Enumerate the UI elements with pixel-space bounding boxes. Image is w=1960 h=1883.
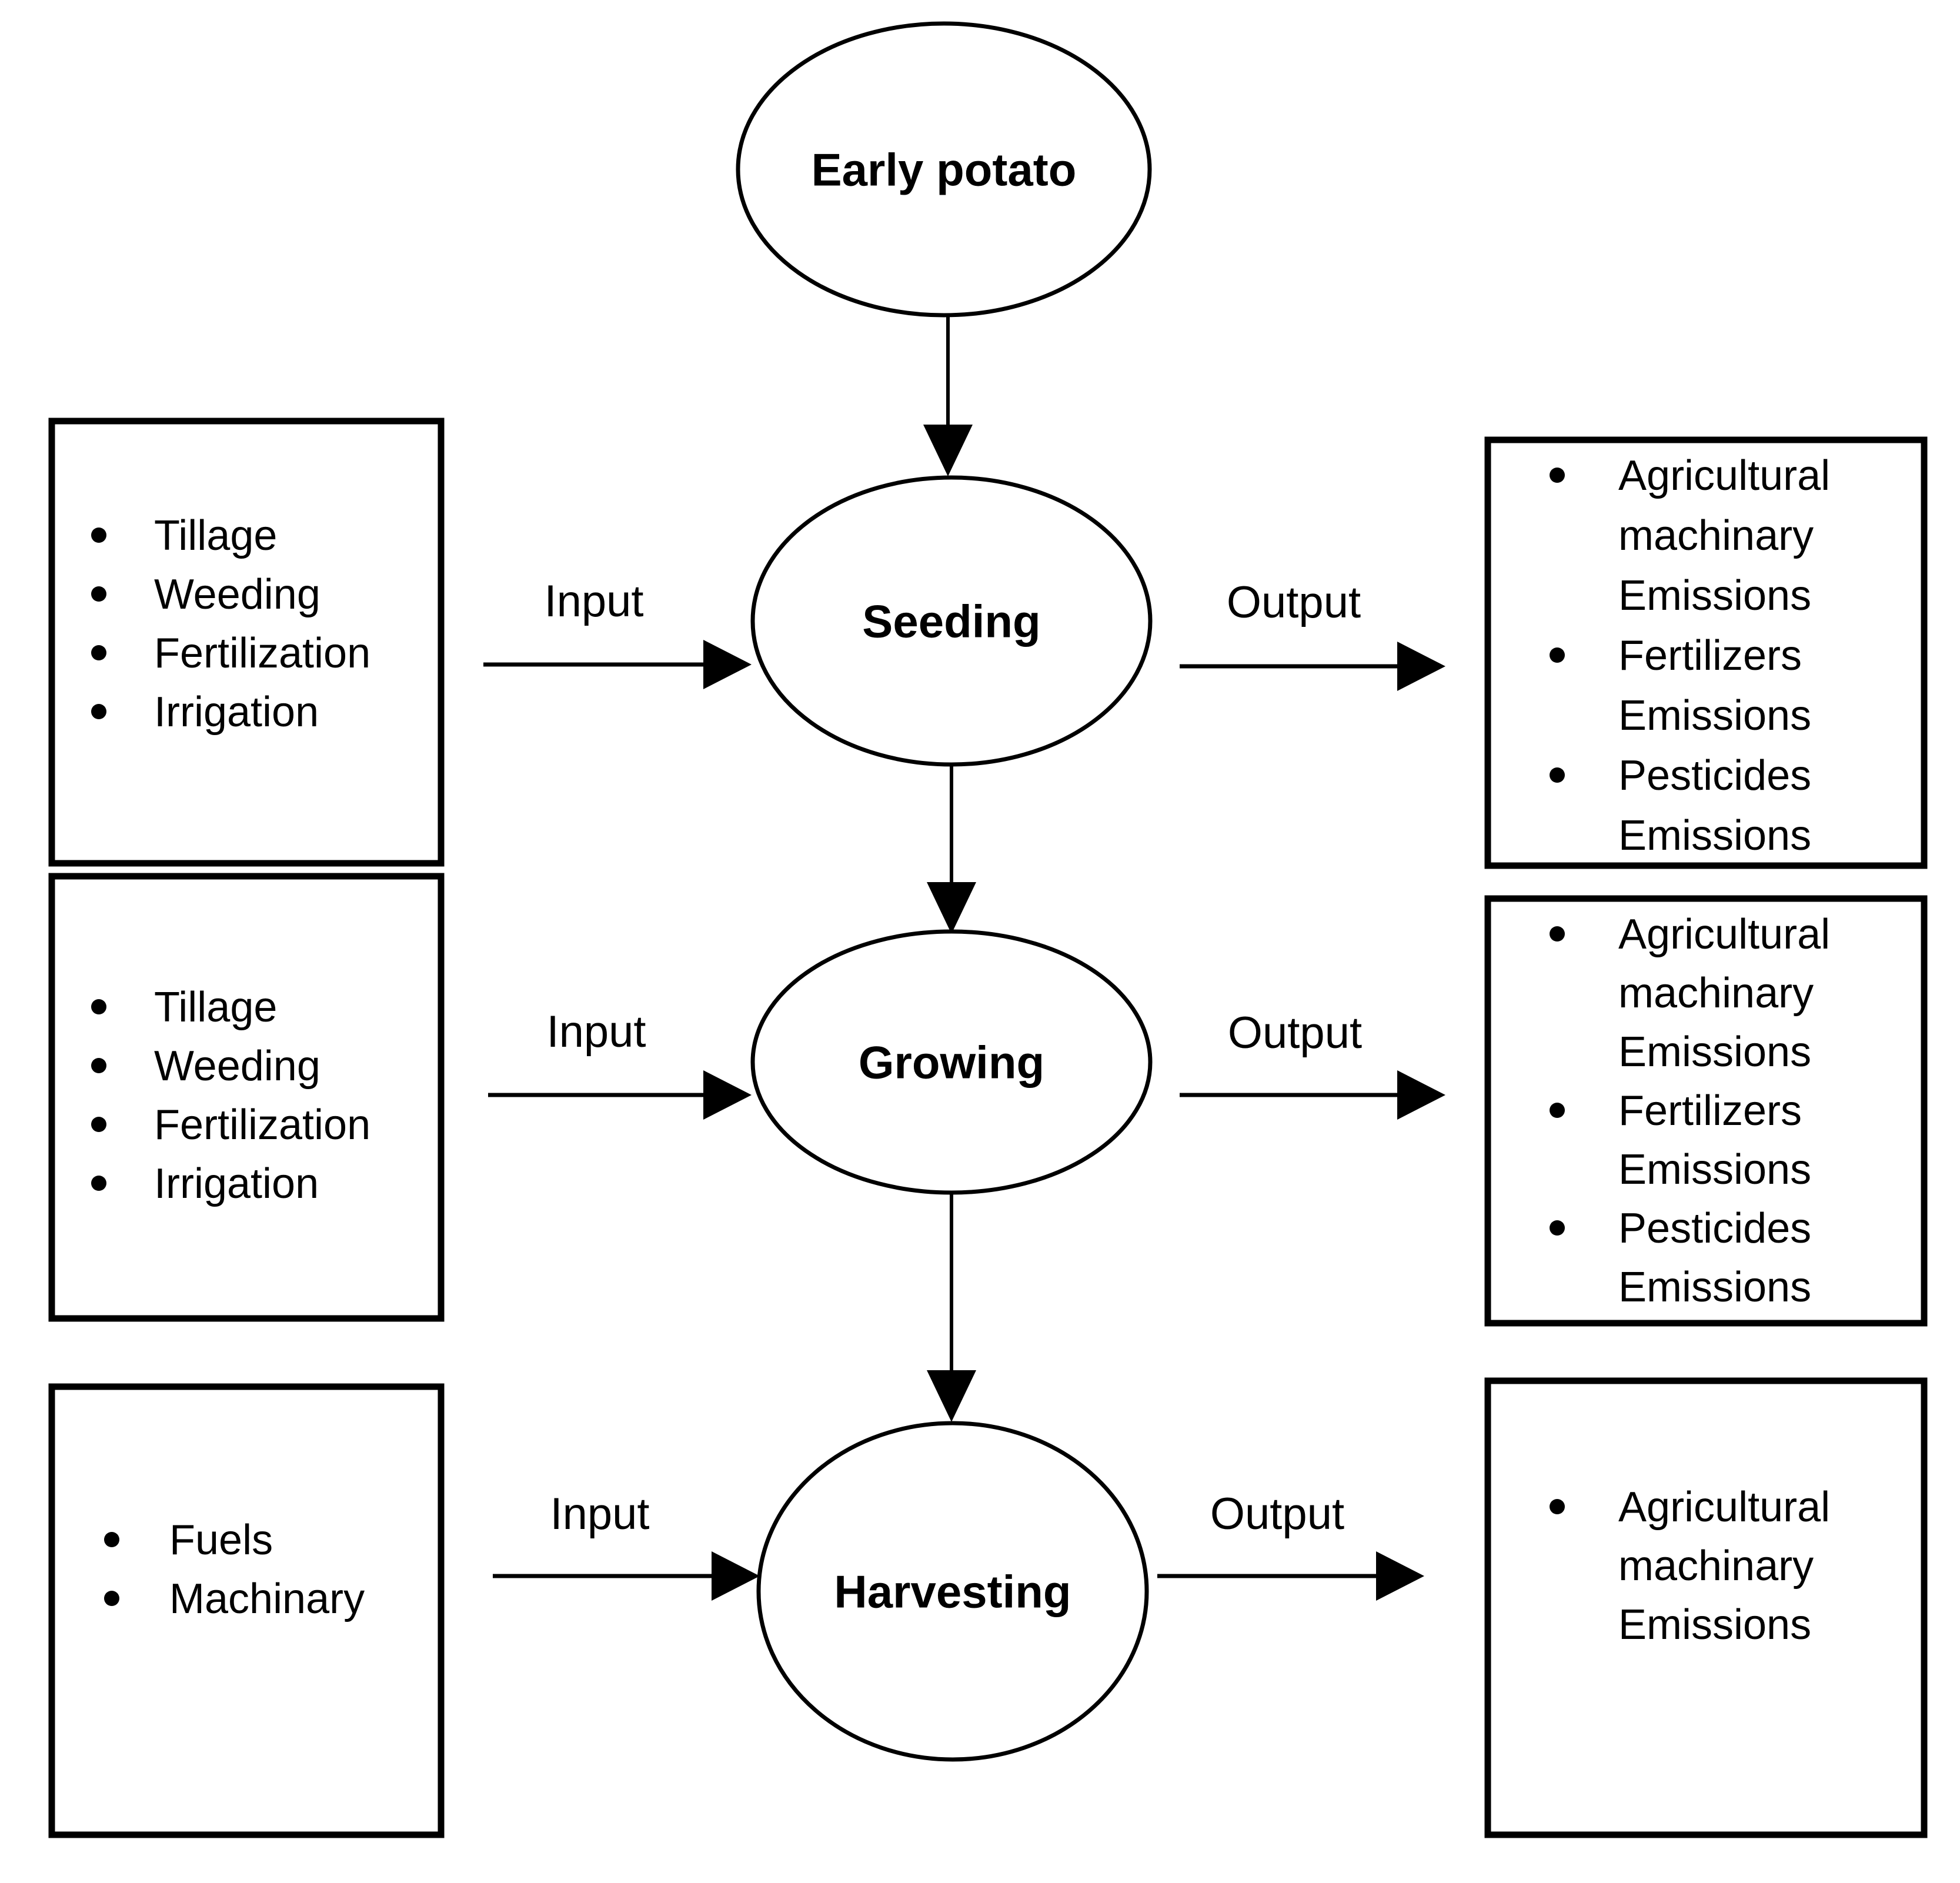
output-item-label-cont: machinary — [1618, 1543, 1814, 1590]
output-item-label-cont: Emissions — [1618, 1264, 1811, 1311]
arrow-head-right — [712, 1551, 760, 1601]
output-item-label-cont: machinary — [1618, 970, 1814, 1017]
input-item-label: Weeding — [154, 1043, 320, 1090]
output-item-label: Pesticides — [1618, 752, 1811, 799]
bullet-icon — [1550, 1220, 1565, 1236]
input-arrow-seeding: Input — [483, 576, 752, 689]
harvesting-label: Harvesting — [834, 1566, 1071, 1618]
input-arrow-harvesting: Input — [493, 1489, 760, 1601]
output-item-label-cont: Emissions — [1618, 692, 1811, 739]
bullet-icon — [104, 1532, 119, 1547]
input-box-harvesting-frame — [48, 1383, 445, 1838]
arrow-head-right — [703, 1070, 752, 1120]
output-box-harvesting[interactable]: Agricultural machinary Emissions — [1484, 1377, 1928, 1838]
input-box-seeding[interactable]: Tillage Weeding Fertilization Irrigation — [48, 418, 445, 867]
bullet-icon — [91, 527, 106, 543]
node-growing[interactable]: Growing — [750, 929, 1153, 1195]
output-item-label: Fertilizers — [1618, 1087, 1802, 1134]
bullet-icon — [91, 1176, 106, 1191]
bullet-icon — [104, 1591, 119, 1606]
output-item-label-cont: Emissions — [1618, 1029, 1811, 1076]
node-early-potato[interactable]: Early potato — [736, 21, 1152, 318]
input-item-label: Fuels — [169, 1517, 273, 1564]
input-item-label: Tillage — [154, 512, 277, 559]
input-item-label: Irrigation — [154, 1160, 319, 1207]
output-item-label: Fertilizers — [1618, 632, 1802, 679]
arrow-head-right — [1397, 1070, 1445, 1120]
connector-early-potato-to-seeding — [923, 315, 973, 476]
bullet-icon — [91, 645, 106, 660]
bullet-icon — [1550, 647, 1565, 663]
output-arrow-label: Output — [1210, 1489, 1344, 1539]
input-item-label: Weeding — [154, 571, 320, 618]
output-box-seeding[interactable]: Agricultural machinary Emissions Fertili… — [1484, 436, 1928, 869]
bullet-icon — [91, 1117, 106, 1132]
bullet-icon — [1550, 468, 1565, 483]
output-arrow-label: Output — [1228, 1008, 1362, 1058]
bullet-icon — [1550, 1499, 1565, 1514]
input-arrow-label: Input — [544, 576, 643, 626]
input-box-seeding-frame — [48, 418, 445, 867]
output-item-label-cont: Emissions — [1618, 1601, 1811, 1648]
bullet-icon — [91, 999, 106, 1014]
arrow-head-right — [703, 640, 752, 689]
input-item-label: Machinary — [169, 1575, 365, 1622]
output-arrow-seeding: Output — [1180, 577, 1445, 691]
input-item-label: Tillage — [154, 984, 277, 1031]
output-item-label: Agricultural — [1618, 1484, 1830, 1531]
output-item-label-cont: Emissions — [1618, 812, 1811, 859]
bullet-icon — [91, 704, 106, 719]
output-box-growing[interactable]: Agricultural machinary Emissions Fertili… — [1484, 895, 1928, 1327]
input-arrow-growing: Input — [488, 1007, 752, 1120]
output-item-label: Pesticides — [1618, 1205, 1811, 1252]
connector-growing-to-harvesting — [927, 1193, 976, 1422]
bullet-icon — [1550, 926, 1565, 942]
output-arrow-harvesting: Output — [1157, 1489, 1424, 1601]
output-box-harvesting-frame — [1484, 1377, 1928, 1838]
harvesting-ellipse — [756, 1421, 1149, 1762]
arrow-head-down — [927, 1370, 976, 1422]
growing-label: Growing — [859, 1037, 1044, 1089]
arrow-head-down — [927, 882, 976, 934]
input-box-growing-frame — [48, 873, 445, 1322]
output-item-label-cont: machinary — [1618, 512, 1814, 559]
output-arrow-growing: Output — [1180, 1008, 1445, 1120]
input-arrow-label: Input — [550, 1489, 649, 1539]
node-harvesting[interactable]: Harvesting — [756, 1421, 1149, 1762]
arrow-head-right — [1397, 642, 1445, 691]
bullet-icon — [91, 1058, 106, 1073]
arrow-head-right — [1376, 1551, 1424, 1601]
input-box-harvesting[interactable]: Fuels Machinary — [48, 1383, 445, 1838]
output-item-label: Agricultural — [1618, 452, 1830, 499]
arrow-head-down — [923, 425, 973, 476]
input-item-label: Fertilization — [154, 630, 370, 677]
bullet-icon — [1550, 1103, 1565, 1118]
input-item-label: Fertilization — [154, 1101, 370, 1149]
output-item-label: Agricultural — [1618, 911, 1830, 958]
input-box-growing[interactable]: Tillage Weeding Fertilization Irrigation — [48, 873, 445, 1322]
output-item-label-cont: Emissions — [1618, 1146, 1811, 1193]
early-potato-label: Early potato — [812, 144, 1077, 196]
node-seeding[interactable]: Seeding — [750, 475, 1153, 767]
input-item-label: Irrigation — [154, 689, 319, 736]
output-arrow-label: Output — [1227, 577, 1361, 627]
connector-seeding-to-growing — [927, 764, 976, 934]
bullet-icon — [1550, 767, 1565, 783]
input-arrow-label: Input — [546, 1007, 646, 1057]
output-item-label-cont: Emissions — [1618, 572, 1811, 619]
bullet-icon — [91, 586, 106, 602]
seeding-label: Seeding — [862, 596, 1040, 647]
early-potato-ellipse — [736, 21, 1152, 318]
